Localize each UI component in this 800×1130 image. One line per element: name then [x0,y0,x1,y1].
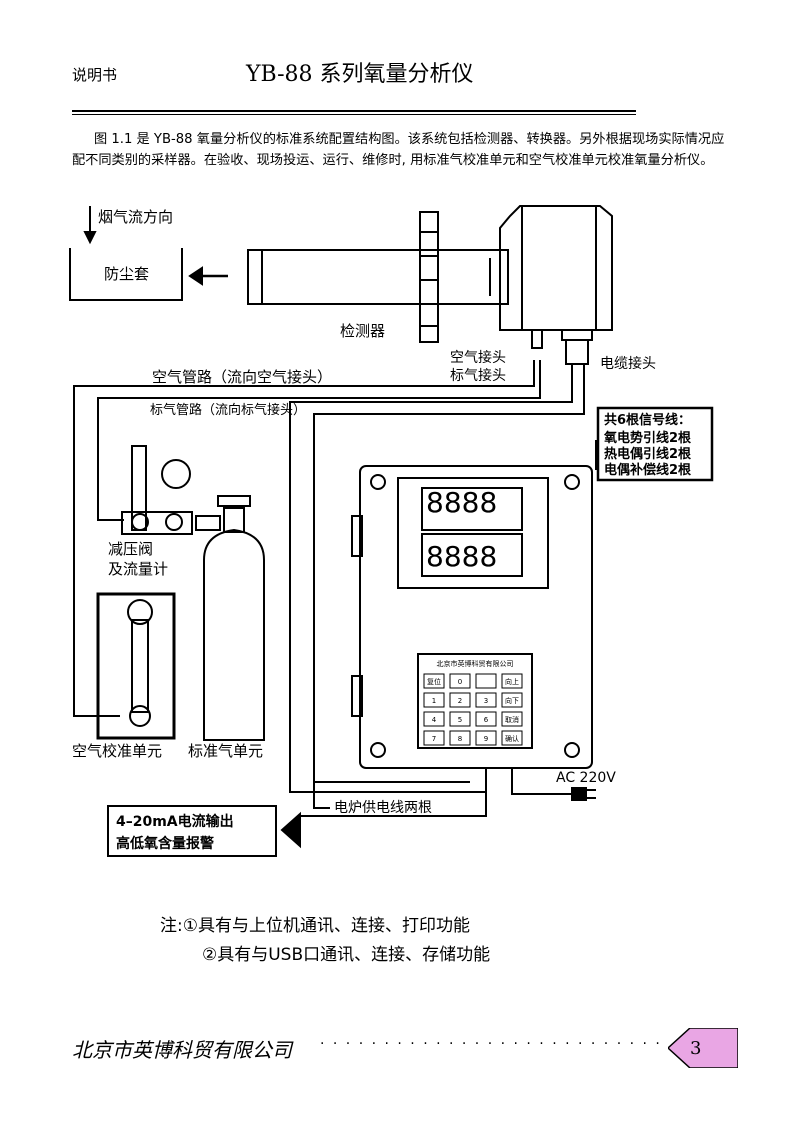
keypad-key [501,692,523,708]
header-rule-thin [72,114,636,115]
keypad-key [423,730,445,746]
keypad-key-label: 0 [458,678,462,686]
dust-cover-label: 防尘套 [104,265,149,283]
ac-label: AC 220V [556,770,616,786]
regulator-label: 减压阀 [108,540,153,558]
keypad-key-label: 确认 [505,734,519,743]
keypad-key [475,711,497,727]
signal-line-oxygen: 氧电势引线2根 [603,430,692,446]
heater-lines-label: 电炉供电线两根 [334,800,432,816]
output-label-alarm: 高低氧含量报警 [116,835,214,852]
keypad-key [423,711,445,727]
keypad-key [501,730,523,746]
keypad-key-label: 5 [458,716,462,724]
flue-gas-label: 烟气流方向 [98,208,173,226]
keypad-key-label: 向下 [505,696,519,705]
keypad-key-label: 复位 [427,677,441,686]
keypad-key-label: 4 [432,716,437,724]
keypad-key [449,711,471,727]
cable-port-label: 电缆接头 [600,355,656,372]
air-pipe-label: 空气管路（流向空气接头） [152,368,332,386]
keypad-key [501,711,523,727]
keypad-key [475,730,497,746]
keypad-key [449,730,471,746]
notes: 注:①具有与上位机通讯、连接、打印功能 ②具有与USB口通讯、连接、存储功能 [160,912,490,970]
keypad-key-label: 8 [458,735,462,743]
keypad-key [423,673,445,689]
air-cal-unit-label: 空气校准单元 [72,742,162,760]
flowmeter-label: 及流量计 [108,560,168,578]
output-label-current: 4–20mA电流输出 [116,813,234,830]
keypad-key [475,673,497,689]
keypad-key-label: 3 [484,697,488,705]
keypad-key [475,692,497,708]
keypad-key-label: 取消 [505,715,519,724]
detector-label: 检测器 [340,322,385,340]
keypad-company: 北京市英博科贸有限公司 [437,659,514,668]
cal-port-label: 标气接头 [450,367,506,384]
keypad: 复位 0 向上 1 2 3 向下 4 5 6 取消 7 8 9 确认 [423,673,523,746]
footer-company: 北京市英博科贸有限公司 [72,1038,292,1062]
keypad-key [501,673,523,689]
display-lower: 8888 [426,540,497,573]
signal-line-thermocouple: 热电偶引线2根 [604,446,692,462]
keypad-key-label: 向上 [505,677,519,686]
keypad-key [449,673,471,689]
keypad-key-label: 6 [484,716,489,724]
display-upper: 8888 [426,486,497,519]
footer-leader-dots: · · · · · · · · · · · · · · · · · · · · … [320,1036,660,1052]
signal-line-compensation: 电偶补偿线2根 [604,462,692,478]
page-header-left: 说明书 [72,66,118,84]
system-configuration-diagram: 烟气流方向 防尘套 检测器 空气接头 标气接头 电缆接头 空气管路（流向空气接头… [69,205,714,857]
keypad-key-label: 2 [458,697,462,705]
page-number-tab [668,1028,738,1068]
std-gas-unit-label: 标准气单元 [188,742,263,760]
keypad-key [423,692,445,708]
keypad-key [449,692,471,708]
keypad-key-label: 7 [432,735,436,743]
intro-paragraph: 图 1.1 是 YB-88 氧量分析仪的标准系统配置结构图。该系统包括检测器、转… [72,132,725,169]
keypad-key-label: 1 [432,697,436,705]
page-number: 3 [690,1038,702,1059]
cal-pipe-label: 标气管路（流向标气接头） [150,402,306,418]
keypad-key-label: 9 [484,735,488,743]
signal-line-title: 共6根信号线： [604,412,691,428]
note-2: ②具有与USB口通讯、连接、存储功能 [202,945,491,965]
air-port-label: 空气接头 [450,349,506,366]
note-1: 注:①具有与上位机通讯、连接、打印功能 [160,916,470,936]
page-header-title: YB-88 系列氧量分析仪 [246,62,474,87]
header-rule [72,110,636,112]
